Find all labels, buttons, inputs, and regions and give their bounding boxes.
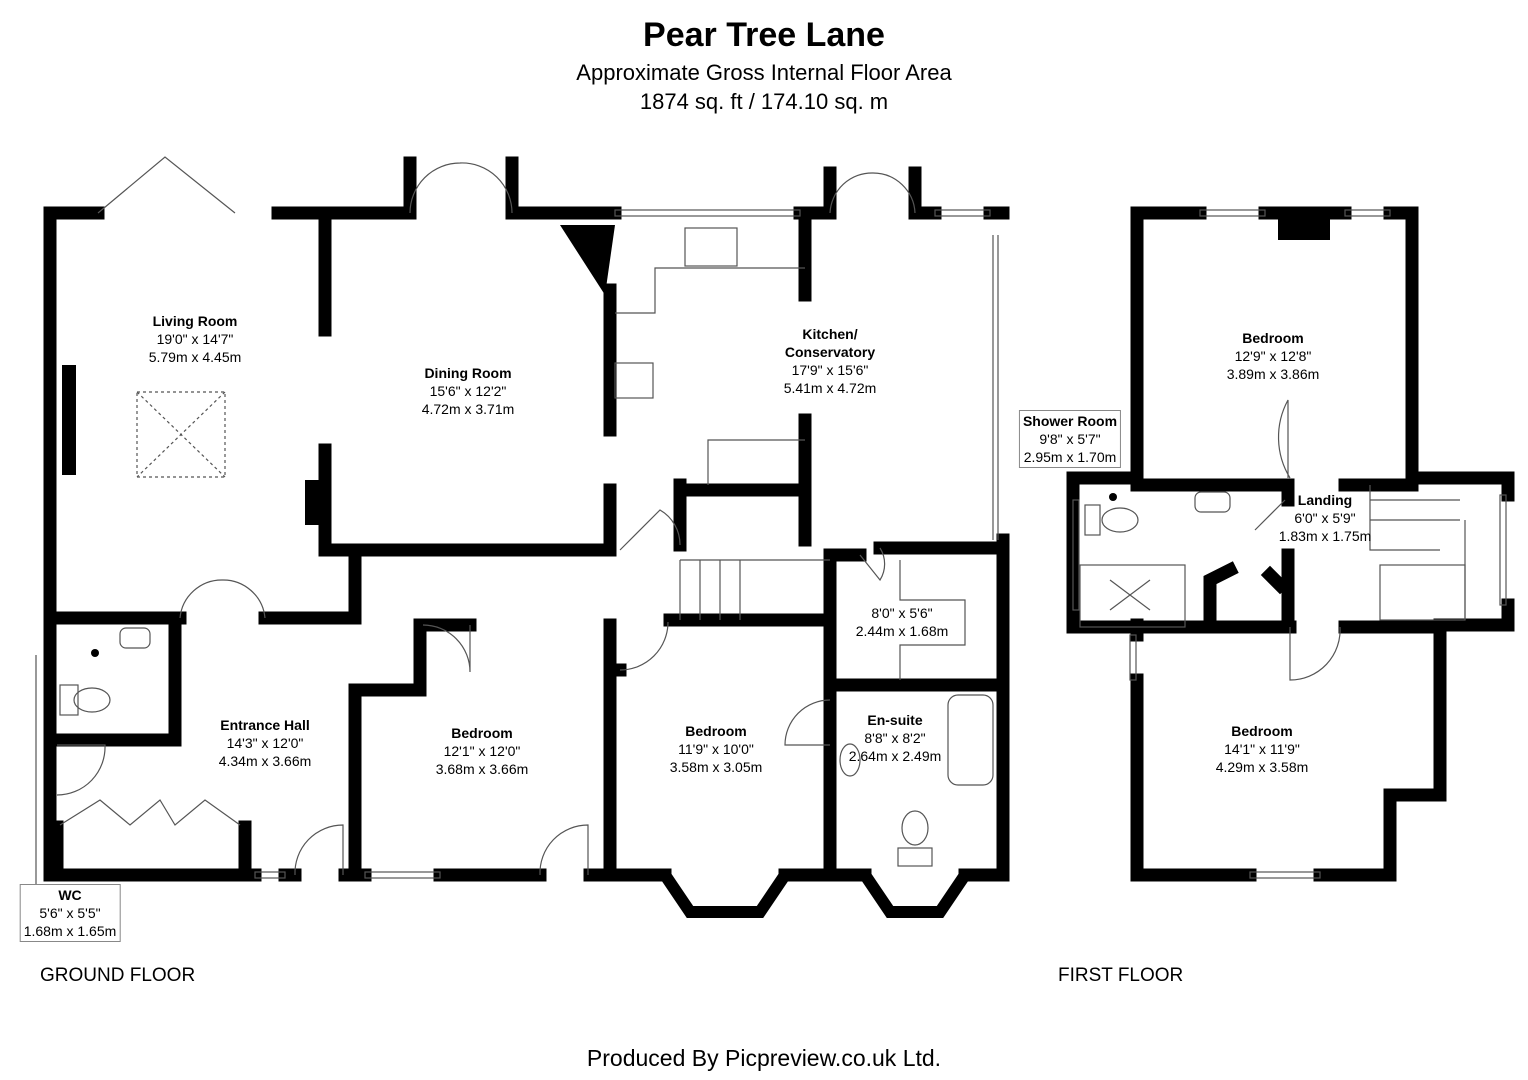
floor-area: 1874 sq. ft / 174.10 sq. m bbox=[639, 89, 889, 114]
room-label-utility: 8'0" x 5'6"2.44m x 1.68m bbox=[855, 605, 949, 639]
first-floor-label: FIRST FLOOR bbox=[1058, 965, 1184, 986]
plan-subtitle: Approximate Gross Internal Floor Area bbox=[576, 60, 952, 85]
ground-floor-label: GROUND FLOOR bbox=[40, 965, 196, 986]
fixtures-and-windows bbox=[35, 156, 1507, 885]
walls bbox=[43, 156, 1515, 882]
producer-credit: Produced By Picpreview.co.uk Ltd. bbox=[586, 1045, 942, 1071]
plan-title: Pear Tree Lane bbox=[643, 16, 885, 54]
